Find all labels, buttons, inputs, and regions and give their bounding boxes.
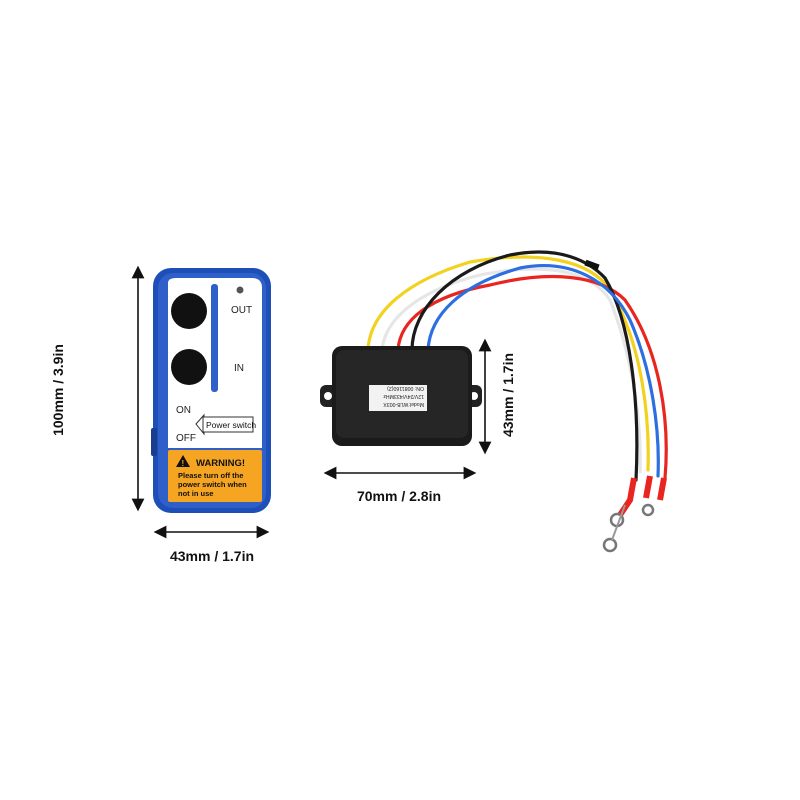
receiver-wires — [366, 250, 668, 482]
remote-control: OUT IN ON OFF Power switch ! WARNING! Pl… — [151, 268, 271, 513]
warning-line-1: Please turn off the — [178, 471, 243, 480]
receiver-label-line-2: 12V/24V/433MHz — [383, 393, 424, 399]
remote-height-label: 100mm / 3.9in — [50, 344, 66, 436]
status-led — [236, 286, 244, 294]
warning-triangle-icon — [176, 455, 190, 467]
svg-text:!: ! — [182, 459, 185, 468]
dimension-lines — [131, 265, 492, 539]
on-label: ON — [176, 405, 191, 416]
receiver-label — [369, 385, 427, 411]
warning-panel — [168, 450, 262, 502]
receiver-height-label: 43mm / 1.7in — [500, 352, 516, 438]
off-label: OFF — [176, 433, 196, 444]
receiver-label-line-3: ON: 0081160(2) — [387, 385, 424, 391]
side-power-switch[interactable] — [151, 428, 157, 456]
out-button[interactable] — [171, 293, 207, 329]
remote-width-label: 43mm / 1.7in — [169, 548, 255, 564]
power-switch-label: Power switch — [206, 420, 256, 430]
out-label: OUT — [231, 305, 252, 316]
in-button[interactable] — [171, 349, 207, 385]
in-label: IN — [234, 363, 244, 374]
receiver-box: Model:WLB-003X 12V/24V/433MHz ON: 008116… — [320, 346, 482, 446]
receiver-width-label: 70mm / 2.8in — [356, 488, 442, 504]
warning-title: WARNING! — [196, 458, 245, 469]
receiver-label-line-1: Model:WLB-003X — [383, 401, 424, 407]
warning-line-2: power switch when — [178, 480, 247, 489]
ring-terminals — [602, 475, 667, 553]
warning-line-3: not in use — [178, 489, 213, 498]
